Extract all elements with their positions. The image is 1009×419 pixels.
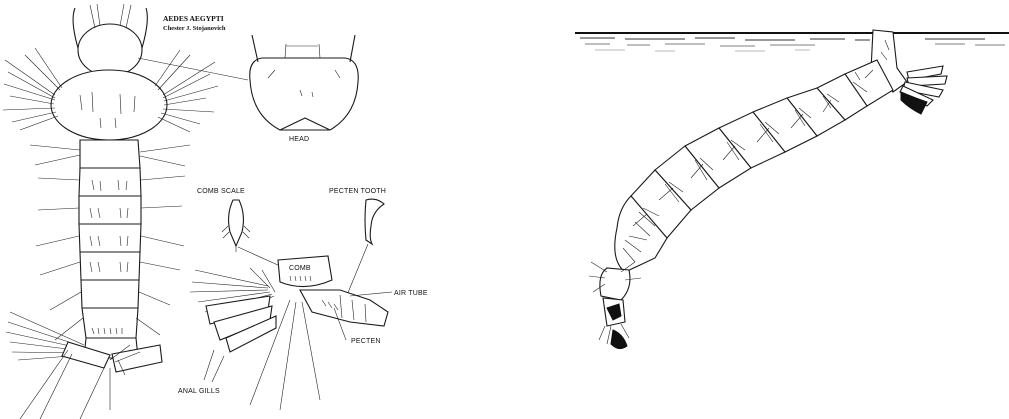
head-detail: HEAD <box>138 35 358 143</box>
larva-side-view <box>555 0 1009 419</box>
larva-at-surface-illustration <box>555 0 1009 419</box>
body-segments <box>615 60 893 272</box>
label-air-tube: AIR TUBE <box>394 290 428 297</box>
head-leader-line <box>138 58 248 80</box>
diagram-author: Chester J. Stojanovich <box>163 25 226 32</box>
abdominal-segments <box>79 140 141 338</box>
air-tube <box>300 290 388 326</box>
label-head: HEAD <box>289 136 309 143</box>
larva-anatomy-diagram: AEDES AEGYPTI Chester J. Stojanovich <box>0 0 470 419</box>
label-anal-gills: ANAL GILLS <box>178 388 220 395</box>
terminal-segments-detail: COMB AIR TUBE PECTEN ANAL GILLS <box>178 256 428 410</box>
label-pecten: PECTEN <box>351 338 381 345</box>
comb-scale-detail: COMB SCALE <box>197 188 280 266</box>
anal-gills-side <box>900 66 947 114</box>
label-pecten-tooth: PECTEN TOOTH <box>329 188 386 195</box>
label-comb: COMB <box>289 265 311 272</box>
diagram-title: AEDES AEGYPTI <box>163 14 224 23</box>
larva-thorax <box>51 70 167 140</box>
thorax-head-side <box>589 262 641 349</box>
label-comb-scale: COMB SCALE <box>197 188 245 195</box>
water-surface <box>575 33 1009 51</box>
larva-dorsal-view <box>3 4 218 419</box>
larva-anatomy-illustration: AEDES AEGYPTI Chester J. Stojanovich <box>0 0 470 419</box>
larva-head <box>78 24 142 76</box>
